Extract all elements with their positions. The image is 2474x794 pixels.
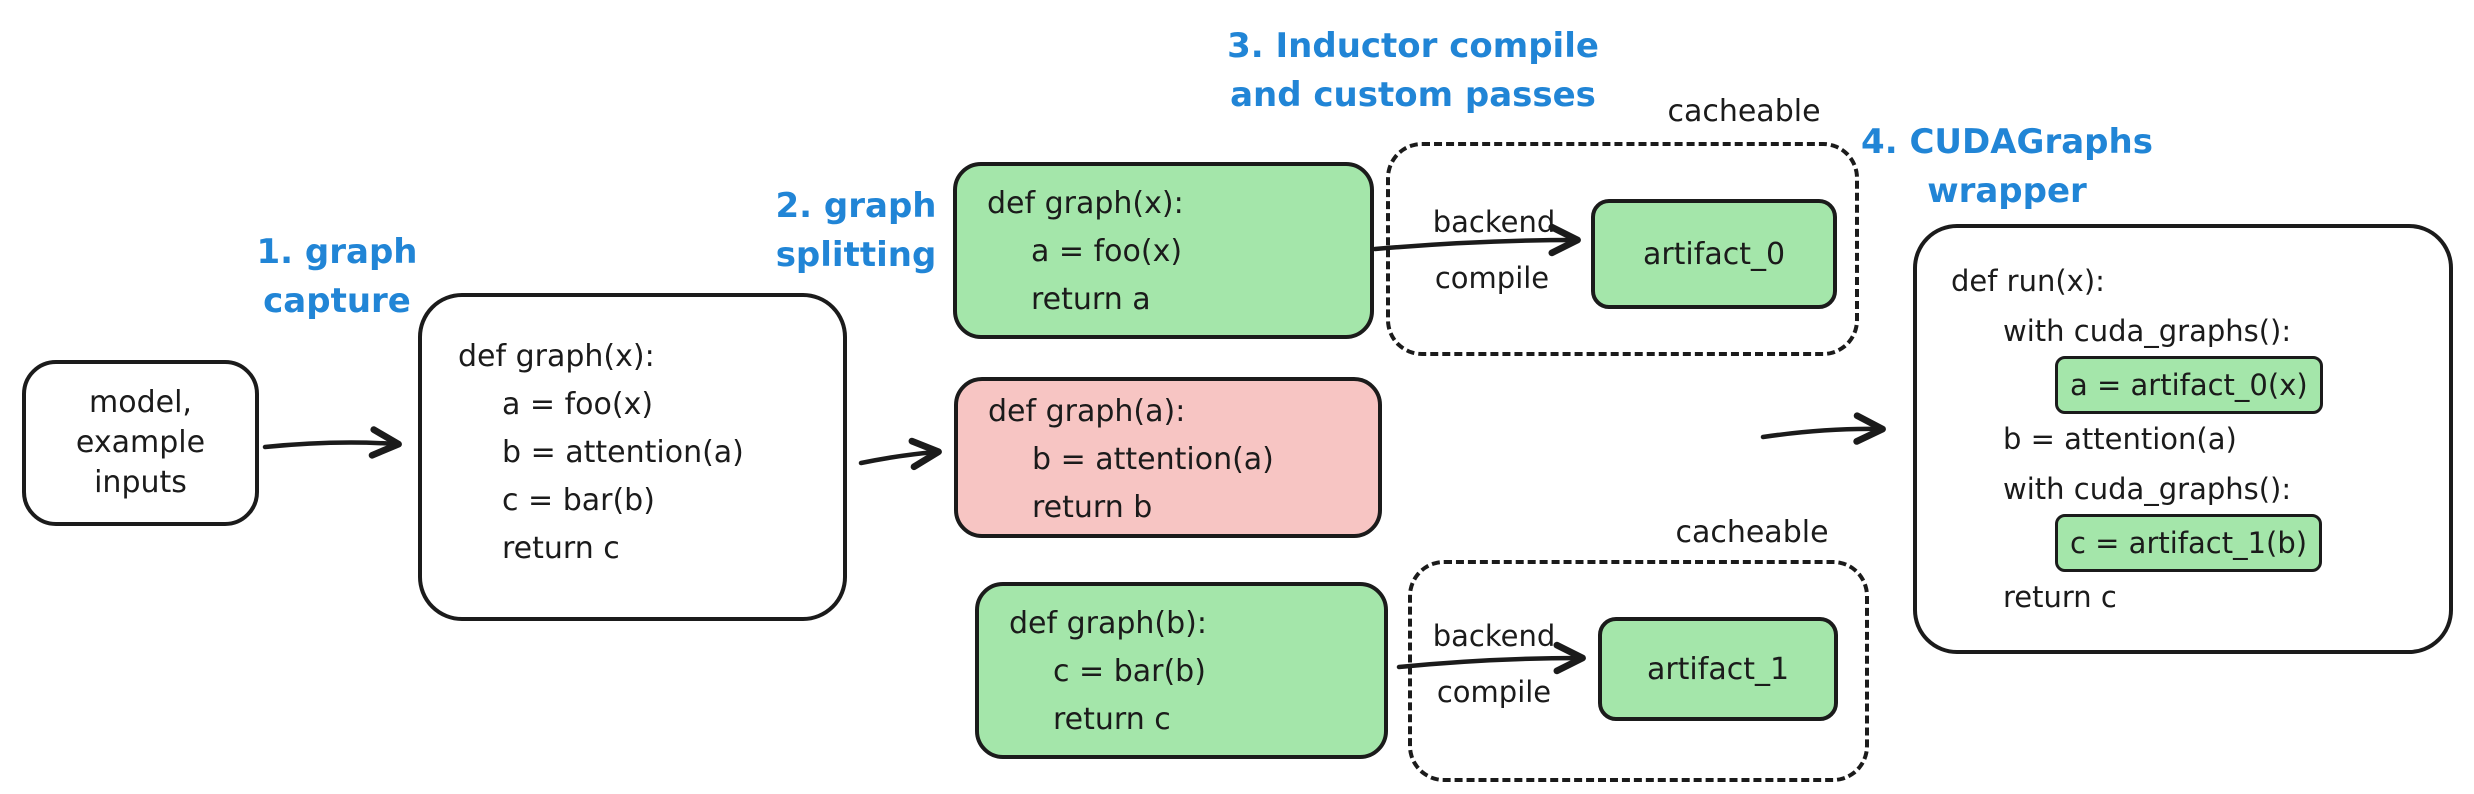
cacheable-label-bottom: cacheable	[1675, 515, 1829, 550]
step4-heading-line2: wrapper	[1927, 171, 2087, 211]
backend-label-top: backend	[1432, 205, 1556, 239]
model-box-line3: inputs	[94, 465, 187, 500]
run-line3-row: a = artifact_0(x)	[2055, 356, 2449, 414]
captured-graph-line1: def graph(x):	[458, 339, 655, 374]
step1-graph-capture-heading: 1. graph capture	[256, 228, 417, 326]
artifact-1-box: artifact_1	[1598, 617, 1838, 721]
step1-heading-line1: 1. graph	[256, 232, 418, 272]
subgraph-foo-box: def graph(x): a = foo(x) return a	[953, 162, 1374, 339]
step3-inductor-compile-heading: 3. Inductor compile and custom passes	[1227, 22, 1599, 120]
subgraph-bar-line3: return c	[1053, 702, 1171, 737]
subgraph-foo-line2: a = foo(x)	[1031, 234, 1183, 269]
step4-heading-line1: 4. CUDAGraphs	[1861, 122, 2153, 162]
captured-graph-line5: return c	[502, 531, 620, 566]
subgraph-bar-box: def graph(b): c = bar(b) return c	[975, 582, 1388, 759]
run-line5: with cuda_graphs():	[2003, 472, 2292, 506]
step2-graph-splitting-heading: 2. graph splitting	[775, 182, 936, 280]
arrow-to-wrapper	[1760, 412, 1886, 445]
subgraph-attention-line2: b = attention(a)	[1032, 442, 1274, 477]
artifact-0-box: artifact_0	[1591, 199, 1837, 309]
captured-graph-line3: b = attention(a)	[502, 435, 744, 470]
subgraph-attention-line3: return b	[1032, 490, 1153, 525]
step1-heading-line2: capture	[263, 281, 411, 321]
subgraph-foo-line1: def graph(x):	[987, 186, 1184, 221]
model-box-line2: example	[75, 425, 206, 460]
subgraph-attention-line1: def graph(a):	[988, 394, 1186, 429]
arrow-splitting	[858, 437, 942, 471]
cacheable-label-top: cacheable	[1667, 94, 1821, 129]
subgraph-attention-box: def graph(a): b = attention(a) return b	[954, 377, 1382, 538]
step4-cudagraphs-wrapper-heading: 4. CUDAGraphs wrapper	[1861, 118, 2153, 216]
run-line2: with cuda_graphs():	[2003, 314, 2292, 348]
step3-heading-line1: 3. Inductor compile	[1227, 26, 1599, 66]
step2-heading-line1: 2. graph	[775, 186, 937, 226]
run-line1: def run(x):	[1951, 264, 2105, 298]
compile-label-bottom: compile	[1436, 675, 1552, 709]
artifact-0-call-chip: a = artifact_0(x)	[2055, 356, 2323, 414]
captured-graph-line2: a = foo(x)	[502, 387, 654, 422]
run-line6-row: c = artifact_1(b)	[2055, 514, 2449, 572]
compile-label-top: compile	[1434, 261, 1550, 295]
arrow-capture	[262, 426, 402, 459]
subgraph-foo-line3: return a	[1031, 282, 1151, 317]
artifact-1-call-chip: c = artifact_1(b)	[2055, 514, 2323, 572]
model-box-line1: model,	[89, 385, 192, 420]
subgraph-bar-line1: def graph(b):	[1009, 606, 1207, 641]
run-line4: b = attention(a)	[2003, 422, 2237, 456]
cacheable-dashed-box-bottom	[1408, 560, 1869, 782]
step3-heading-line2: and custom passes	[1230, 75, 1596, 115]
captured-graph-box: def graph(x): a = foo(x) b = attention(a…	[418, 293, 847, 621]
step2-heading-line2: splitting	[775, 235, 937, 275]
subgraph-bar-line2: c = bar(b)	[1053, 654, 1206, 689]
model-inputs-box: model, example inputs	[22, 360, 259, 526]
backend-label-bottom: backend	[1432, 619, 1556, 653]
cudagraphs-run-box: def run(x): with cuda_graphs(): a = arti…	[1913, 224, 2453, 654]
run-line7: return c	[2003, 580, 2117, 614]
captured-graph-line4: c = bar(b)	[502, 483, 655, 518]
